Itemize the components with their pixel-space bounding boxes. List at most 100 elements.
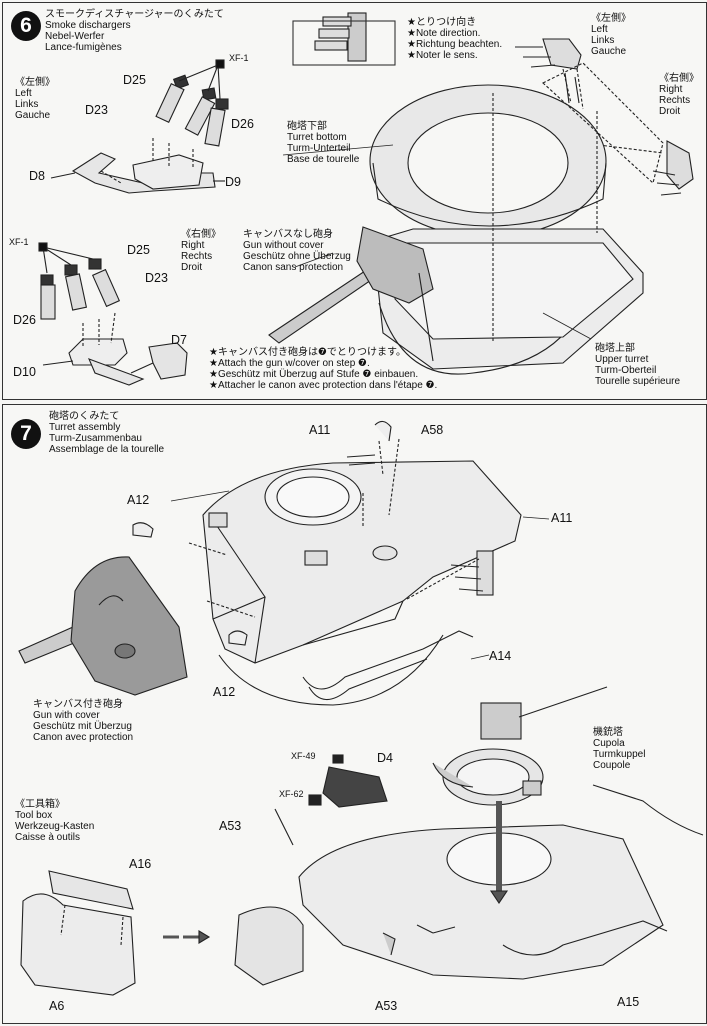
top-left-de: Links [591, 35, 615, 46]
part-d9: D9 [225, 175, 241, 189]
top-left-fr: Gauche [591, 46, 627, 57]
step-6-title-fr: Lance-fumigènes [45, 42, 122, 53]
gun-without-cover-label: キャンバスなし砲身 Gun without cover Geschütz ohn… [243, 229, 351, 273]
top-left-jp: 《左側》 [591, 13, 631, 24]
gun-with-cover-jp: キャンバス付き砲身 [33, 699, 123, 710]
right-jp: 《右側》 [181, 229, 221, 240]
step-7-panel: 7 砲塔のくみたて Turret assembly Turm-Zusammenb… [2, 404, 707, 1024]
gun-with-cover-label: キャンバス付き砲身 Gun with cover Geschütz mit Üb… [33, 699, 133, 743]
note-en: ★Note direction. [407, 28, 481, 39]
step-6-title: スモークディスチャージャーのくみたて Smoke dischargers Neb… [45, 9, 224, 53]
left-de: Links [15, 99, 39, 110]
part-d23-top: D23 [85, 103, 108, 117]
cupola-de: Turmkuppel [593, 749, 646, 760]
toolbox-fr: Caisse à outils [15, 832, 81, 843]
gun-with-cover-de: Geschütz mit Überzug [33, 721, 132, 732]
note-de: ★Richtung beachten. [407, 39, 503, 50]
direction-note: ★とりつけ向き ★Note direction. ★Richtung beach… [407, 17, 502, 61]
upper-turret-jp: 砲塔上部 [595, 343, 635, 354]
part-d7: D7 [171, 333, 187, 347]
right-de: Rechts [181, 251, 213, 262]
top-right-en: Right [659, 84, 683, 95]
turret-bottom-fr: Base de tourelle [287, 154, 360, 165]
step-7-number: 7 [11, 419, 41, 449]
toolbox-de: Werkzeug-Kasten [15, 821, 95, 832]
top-right-jp: 《右側》 [659, 73, 699, 84]
part-a53-bottom: A53 [375, 999, 398, 1013]
step-6-illustration [38, 12, 694, 386]
gun-without-cover-en: Gun without cover [243, 240, 324, 251]
discharger-detail-left [515, 38, 584, 110]
upper-turret-de: Turm-Oberteil [595, 365, 657, 376]
gun-with-cover-fr: Canon avec protection [33, 732, 134, 743]
top-right-side-label: 《右側》 Right Rechts Droit [659, 73, 699, 117]
cupola-part [432, 686, 608, 806]
cupola-jp: 機銃塔 [593, 727, 623, 738]
gun-without-cover-de: Geschütz ohne Überzug [243, 251, 351, 262]
part-d26-bottom: D26 [13, 313, 36, 327]
step-6-title-jp: スモークディスチャージャーのくみたて [45, 9, 224, 20]
gun-with-cover-en: Gun with cover [33, 710, 100, 721]
cupola-en: Cupola [593, 738, 625, 749]
step-6-panel: 6 スモークディスチャージャーのくみたて Smoke dischargers N… [2, 2, 707, 400]
part-a14: A14 [489, 649, 512, 663]
upper-turret-label: 砲塔上部 Upper turret Turm-Oberteil Tourelle… [595, 343, 680, 387]
part-xf62: XF-62 [279, 789, 304, 799]
step-6-right-label: 《右側》 Right Rechts Droit [181, 229, 221, 273]
part-xf49: XF-49 [291, 751, 316, 761]
cupola-fr: Coupole [593, 760, 631, 771]
turret-bottom-label: 砲塔下部 Turret bottom Turm-Unterteil Base d… [287, 121, 359, 165]
part-d25-bottom: D25 [127, 243, 150, 257]
lower-turret-part [234, 754, 704, 986]
part-xf1-top: XF-1 [229, 53, 249, 63]
gun-without-cover-jp: キャンバスなし砲身 [243, 229, 333, 240]
step-6-left-label: 《左側》 Left Links Gauche [15, 77, 55, 121]
toolbox-part [20, 870, 211, 996]
right-en: Right [181, 240, 205, 251]
upper-turret-fr: Tourelle supérieure [595, 376, 681, 387]
turret-bottom-en: Turret bottom [287, 132, 347, 143]
discharger-on-turret [406, 550, 494, 600]
discharger-detail-right [598, 140, 694, 196]
grab-handles [302, 420, 474, 701]
part-a16: A16 [129, 857, 152, 871]
attach-note-de: ★Geschütz mit Überzug auf Stufe ❼ einbau… [209, 369, 419, 380]
part-d10: D10 [13, 365, 36, 379]
top-left-side-label: 《左側》 Left Links Gauche [591, 13, 631, 57]
part-a6: A6 [49, 999, 65, 1013]
attach-gun-note: ★キャンバス付き砲身は❼でとりつけます。 ★Attach the gun w/c… [209, 347, 437, 391]
note-jp: ★とりつけ向き [407, 17, 477, 28]
step-7-title: 砲塔のくみたて Turret assembly Turm-Zusammenbau… [49, 411, 164, 455]
gun-with-cover-part [18, 556, 188, 696]
left-fr: Gauche [15, 110, 51, 121]
toolbox-en: Tool box [15, 810, 53, 821]
turret-bottom-part [369, 84, 607, 238]
attach-note-jp: ★キャンバス付き砲身は❼でとりつけます。 [209, 347, 407, 358]
part-d4: D4 [377, 751, 393, 765]
step-7-illustration [18, 420, 704, 996]
attach-note-fr: ★Attacher le canon avec protection dans … [209, 380, 438, 391]
step-6-title-de: Nebel-Werfer [45, 31, 105, 42]
top-left-en: Left [591, 24, 608, 35]
step-7-title-en: Turret assembly [49, 422, 121, 433]
right-fr: Droit [181, 262, 203, 273]
toolbox-label: 《工具箱》 Tool box Werkzeug-Kasten Caisse à … [15, 799, 94, 843]
part-xf1-bottom: XF-1 [9, 237, 29, 247]
part-a11-right: A11 [551, 511, 573, 525]
part-d26-top: D26 [231, 117, 254, 131]
part-a11-top: A11 [309, 423, 331, 437]
upper-turret-part [372, 62, 664, 375]
part-a15: A15 [617, 995, 640, 1009]
discharger-assembly-left [50, 59, 229, 194]
gun-without-cover-part [268, 226, 434, 362]
step-7-title-fr: Assemblage de la tourelle [49, 444, 165, 455]
part-d25-top: D25 [123, 73, 146, 87]
attach-note-en: ★Attach the gun w/cover on step ❼. [209, 358, 370, 369]
note-fr: ★Noter le sens. [407, 50, 478, 61]
part-a12-top: A12 [127, 493, 150, 507]
part-d8: D8 [29, 169, 45, 183]
turret-top-part [132, 460, 522, 706]
step-7-title-jp: 砲塔のくみたて [49, 411, 120, 422]
step-6-number: 6 [11, 11, 41, 41]
turret-bottom-jp: 砲塔下部 [287, 121, 327, 132]
